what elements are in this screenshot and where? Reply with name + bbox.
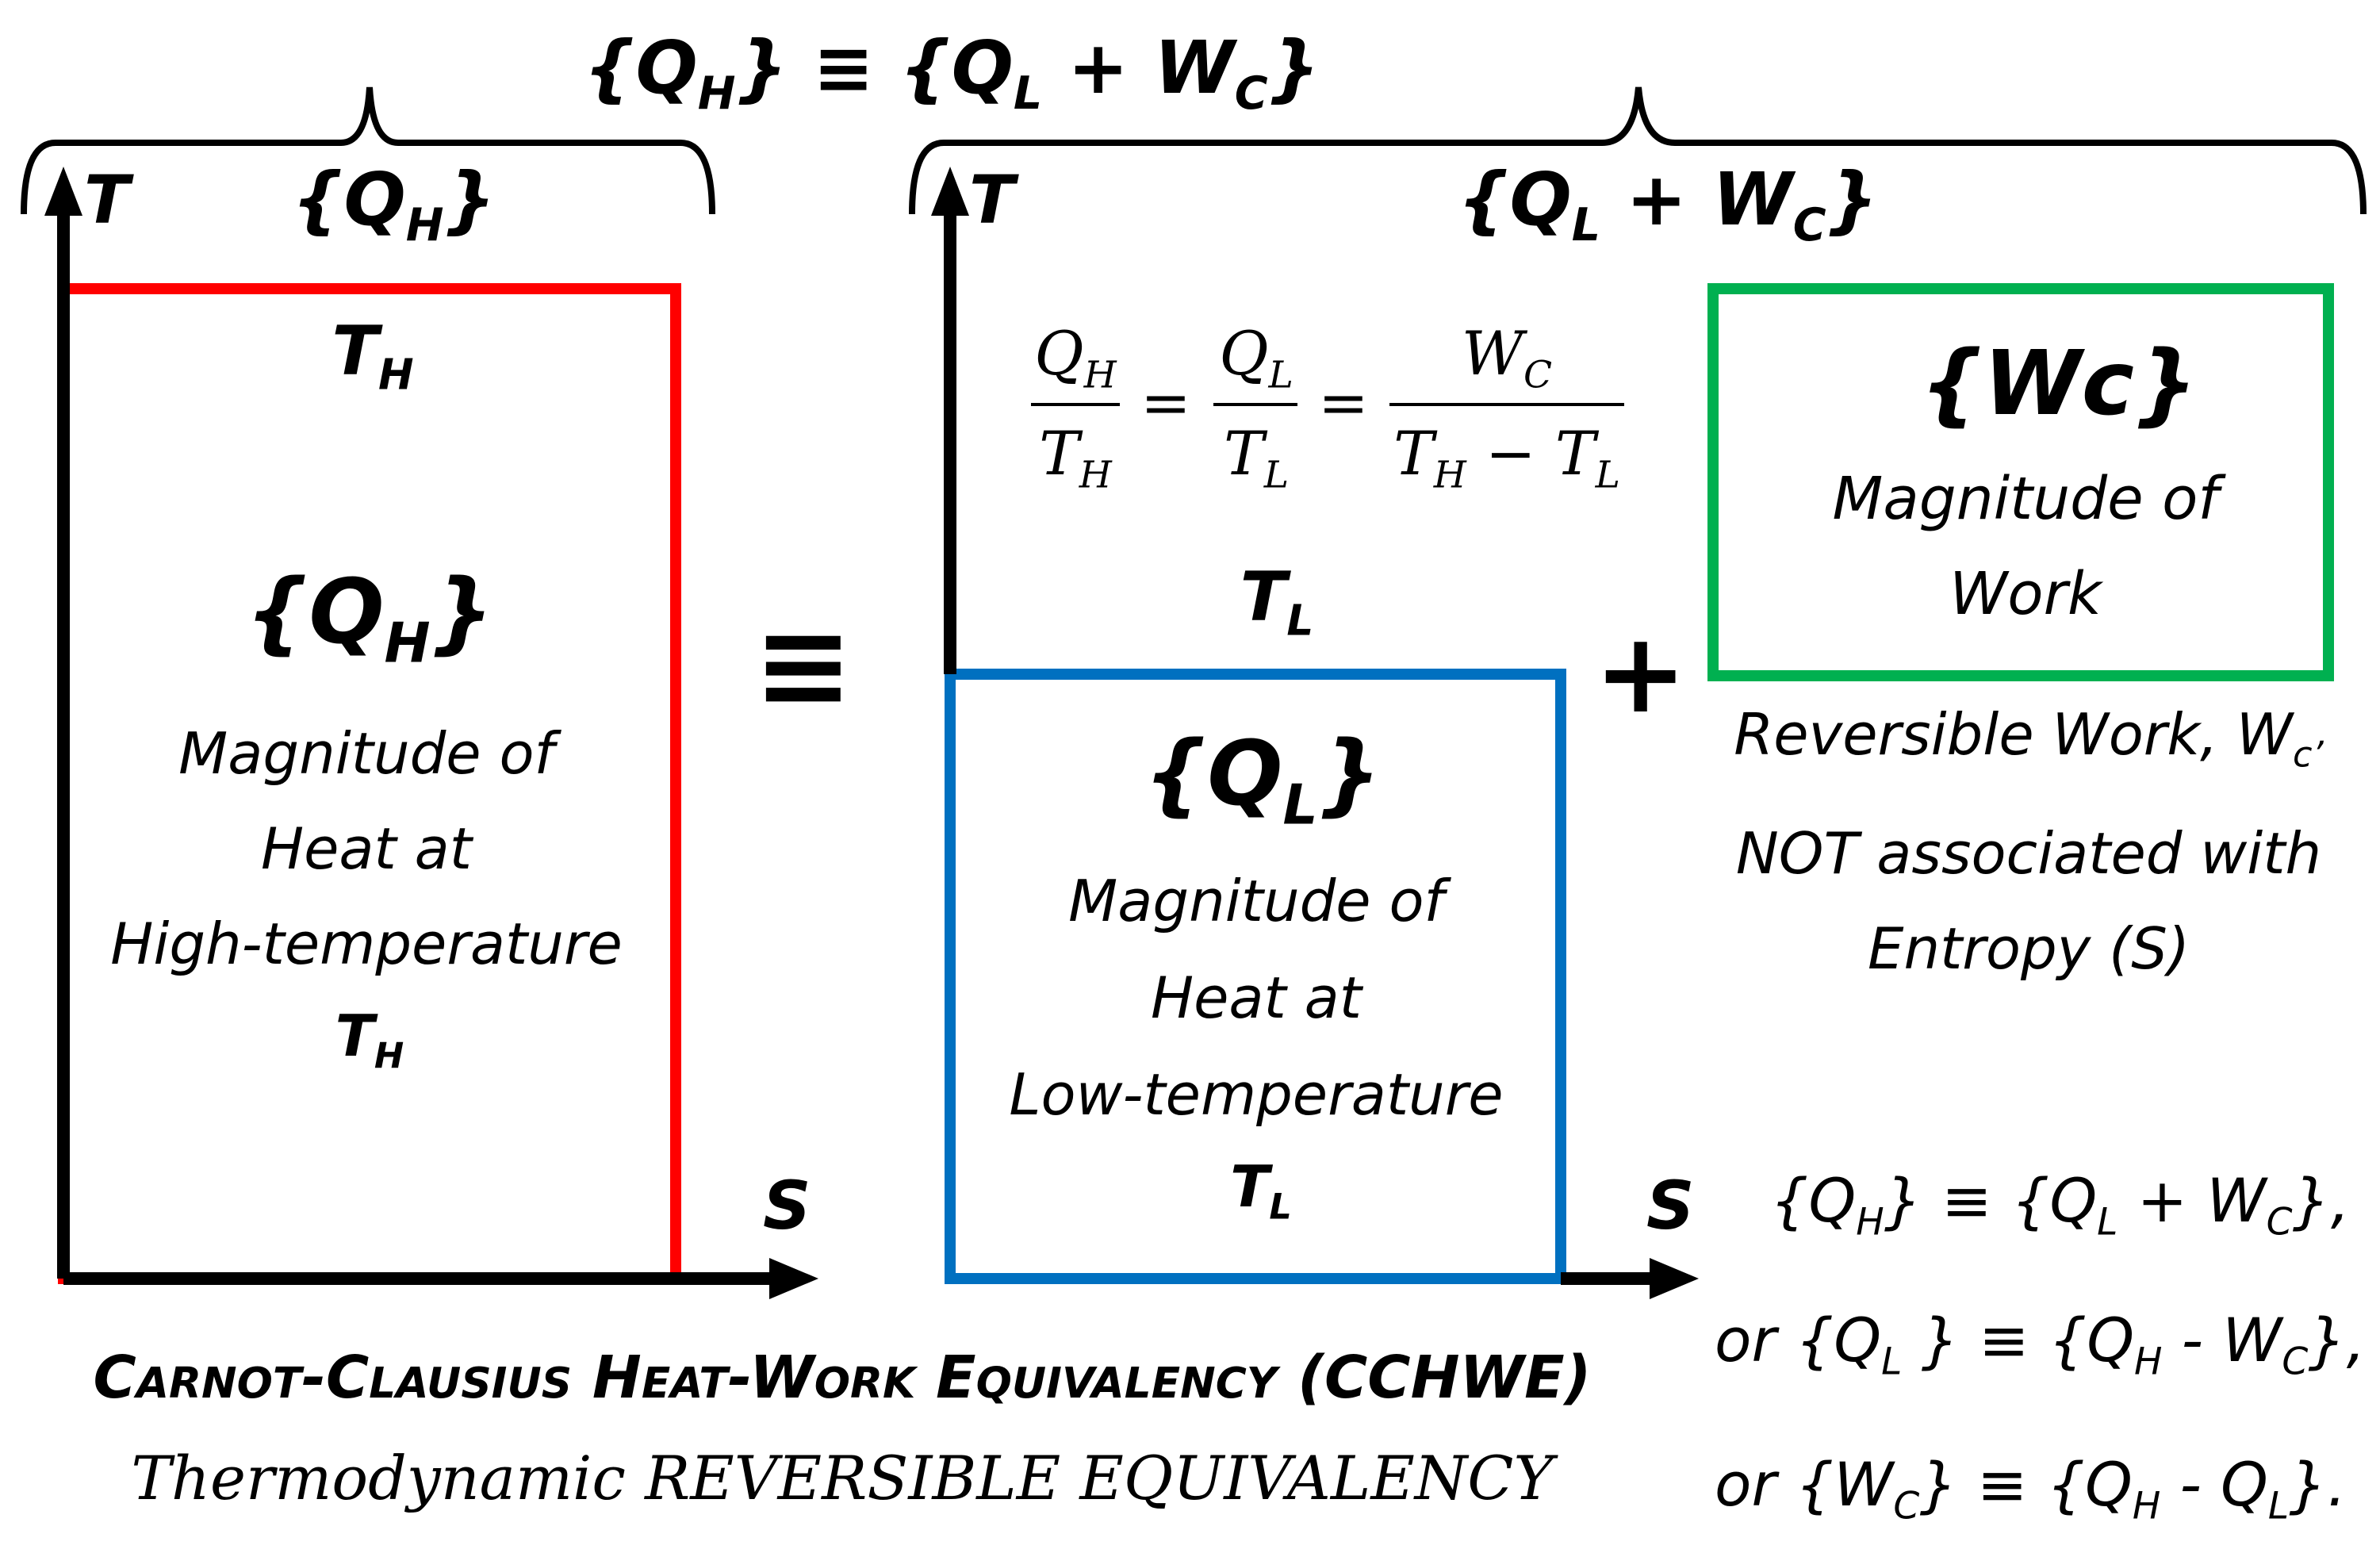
left-brace bbox=[21, 86, 715, 215]
right-desc-line-3: Low-temperature bbox=[1009, 1061, 1504, 1128]
right-t-arrowhead bbox=[931, 167, 969, 216]
left-t-arrowhead bbox=[44, 167, 82, 216]
reversible-note-line-2: NOT associated with bbox=[1735, 820, 2322, 887]
left-bottom-temp-label: TH bbox=[335, 1003, 404, 1077]
work-desc-line-1: Magnitude of bbox=[1832, 465, 2219, 533]
caption-word-rest: ORK bbox=[814, 1359, 916, 1408]
work-symbol: {Wc} bbox=[1920, 332, 2198, 435]
reversible-note-line-3: Entropy (S) bbox=[1867, 915, 2190, 982]
caption-title: CARNOT-CLAUSIUS HEAT-WORK EQUIVALENCY (C… bbox=[94, 1348, 1592, 1407]
left-s-arrowhead bbox=[769, 1258, 818, 1299]
formula-numerator-2: QL bbox=[1219, 318, 1293, 397]
formula-numerator-1: QH bbox=[1034, 318, 1117, 397]
caption-word-rest: ARNOT bbox=[136, 1359, 302, 1408]
caption-word-initial: C bbox=[325, 1344, 370, 1412]
caption-word-initial: E bbox=[936, 1344, 976, 1412]
right-s-arrowhead bbox=[1650, 1258, 1699, 1299]
top-equation: {QH} ≡ {QL + WC} bbox=[584, 25, 1320, 120]
plus-sign: + bbox=[1594, 609, 1688, 738]
work-desc-line-2: Work bbox=[1949, 560, 2102, 628]
caption-word-rest: LAUSIUS bbox=[369, 1359, 573, 1408]
left-desc-line-2: Heat at bbox=[260, 815, 473, 882]
caption-separator: - bbox=[301, 1344, 326, 1412]
left-axis-s-label: S bbox=[763, 1167, 811, 1244]
left-desc-line-1: Magnitude of bbox=[178, 720, 554, 787]
relation-1: {QH} ≡ {QL + WC}, bbox=[1770, 1165, 2350, 1244]
caption-subtitle: Thermodynamic REVERSIBLE EQUIVALENCY bbox=[131, 1443, 1554, 1513]
caption-words: CARNOT-CLAUSIUS HEAT-WORK EQUIVALENCY bbox=[94, 1344, 1278, 1412]
formula-equals-1: = bbox=[1140, 367, 1191, 438]
reversible-note-line-1: Reversible Work, Wc’ bbox=[1734, 701, 2324, 776]
relation-3: or {WC} ≡ {QH - QL}. bbox=[1715, 1449, 2347, 1528]
caption-abbr: (CCHWE) bbox=[1277, 1344, 1592, 1412]
right-heat-box bbox=[945, 669, 1566, 1284]
right-desc-line-2: Heat at bbox=[1150, 964, 1362, 1031]
right-bottom-temp-label: TL bbox=[1230, 1153, 1292, 1228]
formula-denominator-2: TL bbox=[1224, 418, 1289, 497]
equivalence-sign: ≡ bbox=[753, 596, 853, 734]
right-axis-s-label: S bbox=[1646, 1167, 1695, 1244]
caption-separator bbox=[915, 1344, 936, 1412]
formula-denominator-1: TH bbox=[1039, 418, 1112, 497]
caption-word-rest: QUIVALENCY bbox=[975, 1359, 1278, 1408]
left-desc-line-3: High-temperature bbox=[110, 911, 623, 977]
right-tl-label: TL bbox=[1240, 558, 1314, 646]
left-top-temp-label: TH bbox=[332, 312, 414, 400]
caption-separator: - bbox=[727, 1344, 750, 1412]
left-brace-label: {QH} bbox=[292, 157, 496, 251]
caption-separator bbox=[572, 1344, 592, 1412]
right-heat-symbol: {QL} bbox=[1144, 723, 1382, 838]
relation-2: or {QL } ≡ {QH - WC}, bbox=[1715, 1305, 2366, 1384]
caption-word-initial: H bbox=[592, 1344, 642, 1412]
work-box bbox=[1707, 283, 2334, 681]
right-brace-label: {QL + WC} bbox=[1458, 157, 1879, 251]
formula-numerator-3: WC bbox=[1461, 318, 1553, 397]
formula-denominator-3: TH − TL bbox=[1393, 418, 1620, 497]
right-brace bbox=[909, 86, 2367, 215]
right-desc-line-1: Magnitude of bbox=[1068, 868, 1444, 934]
caption-word-rest: EAT bbox=[641, 1359, 728, 1408]
right-axis-t-label: T bbox=[969, 161, 1015, 239]
left-heat-symbol: {QH} bbox=[245, 561, 494, 676]
caption-word-initial: W bbox=[749, 1344, 814, 1412]
left-axis-t-label: T bbox=[84, 161, 130, 239]
caption-word-initial: C bbox=[93, 1344, 136, 1412]
formula-equals-2: = bbox=[1318, 367, 1369, 438]
